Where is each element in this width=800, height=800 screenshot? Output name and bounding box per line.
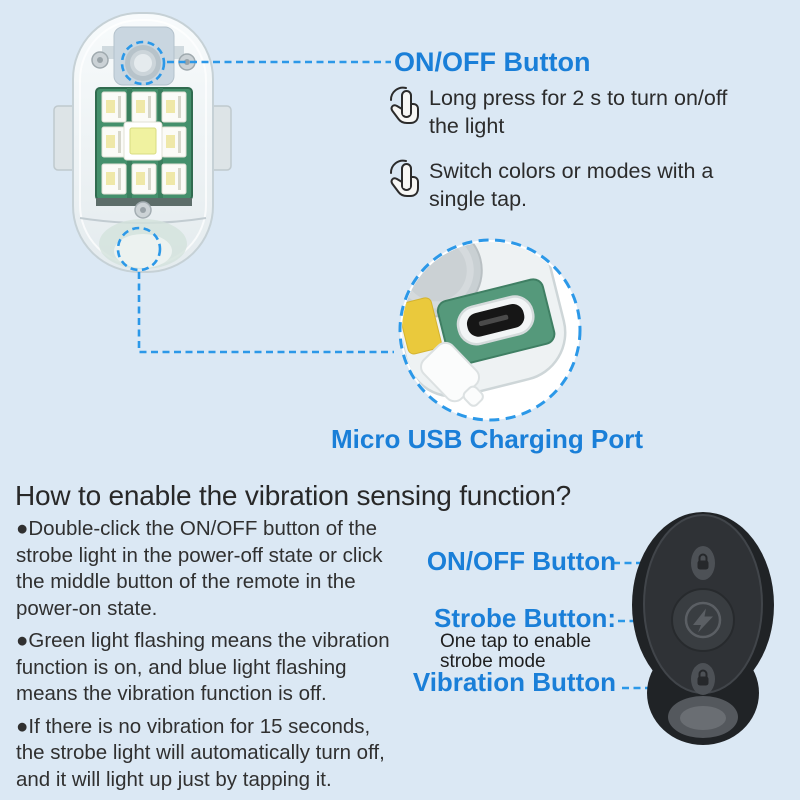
howto-bullet: ●Green light flashing means the vibratio… xyxy=(16,629,390,705)
led-array xyxy=(101,91,187,195)
inner-dome xyxy=(114,234,172,268)
remote-strobe-button xyxy=(671,588,735,652)
lightning-icon xyxy=(693,608,713,633)
howto-bullet: ●Double-click the ON/OFF button of the s… xyxy=(16,517,383,620)
main-led xyxy=(123,121,163,161)
usb-port-label: Micro USB Charging Port xyxy=(331,424,644,454)
tap-hand-icon xyxy=(389,86,419,124)
led-module xyxy=(161,91,187,123)
screw-bottom xyxy=(134,201,152,219)
led-module xyxy=(161,163,187,195)
led-module xyxy=(131,91,157,123)
remote-vibration-button xyxy=(691,663,715,695)
instruction-row: Switch colors or modes with a single tap… xyxy=(386,156,713,213)
instruction-text: Switch colors or modes with a single tap… xyxy=(429,159,714,211)
remote-strobe-note: One tap to enable strobe mode xyxy=(440,631,592,672)
howto-heading: How to enable the vibration sensing func… xyxy=(15,480,572,511)
instruction-text: Long press for 2 s to turn on/off the li… xyxy=(429,86,728,138)
yellow-component xyxy=(402,297,442,355)
usb-port-plug xyxy=(420,341,484,407)
device-onoff-button-center xyxy=(134,54,152,72)
instruction-row: Long press for 2 s to turn on/off the li… xyxy=(386,83,727,140)
remote-onoff-button xyxy=(691,546,715,580)
howto-bullet: ●If there is no vibration for 15 seconds… xyxy=(16,714,385,791)
led-module xyxy=(101,91,127,123)
callout-path-usb xyxy=(137,272,394,354)
remote-strobe-label: Strobe Button: xyxy=(434,603,616,633)
remote-onoff-label: ON/OFF Button xyxy=(426,546,616,576)
remote-vibration-label: Vibration Button xyxy=(412,667,616,697)
onoff-button-label: ON/OFF Button xyxy=(394,47,591,77)
led-module xyxy=(131,163,157,195)
lock-icon xyxy=(697,553,709,570)
tap-hand-icon xyxy=(389,159,419,197)
callout-circle-usb xyxy=(116,226,162,272)
lock-icon xyxy=(697,669,709,686)
led-module xyxy=(101,163,127,195)
led-module xyxy=(161,126,187,158)
remote-control-image xyxy=(632,512,774,745)
howto-bullets: ●Double-click the ON/OFF button of the s… xyxy=(16,516,486,799)
remote-loop-hole-inner xyxy=(680,706,726,730)
callout-circle-onoff xyxy=(120,40,166,86)
micro-usb-port xyxy=(456,295,535,346)
strobe-light-image xyxy=(53,12,232,273)
screw-left xyxy=(91,51,109,69)
usb-closeup-image xyxy=(398,238,582,422)
inset-dashed-border xyxy=(398,238,582,422)
